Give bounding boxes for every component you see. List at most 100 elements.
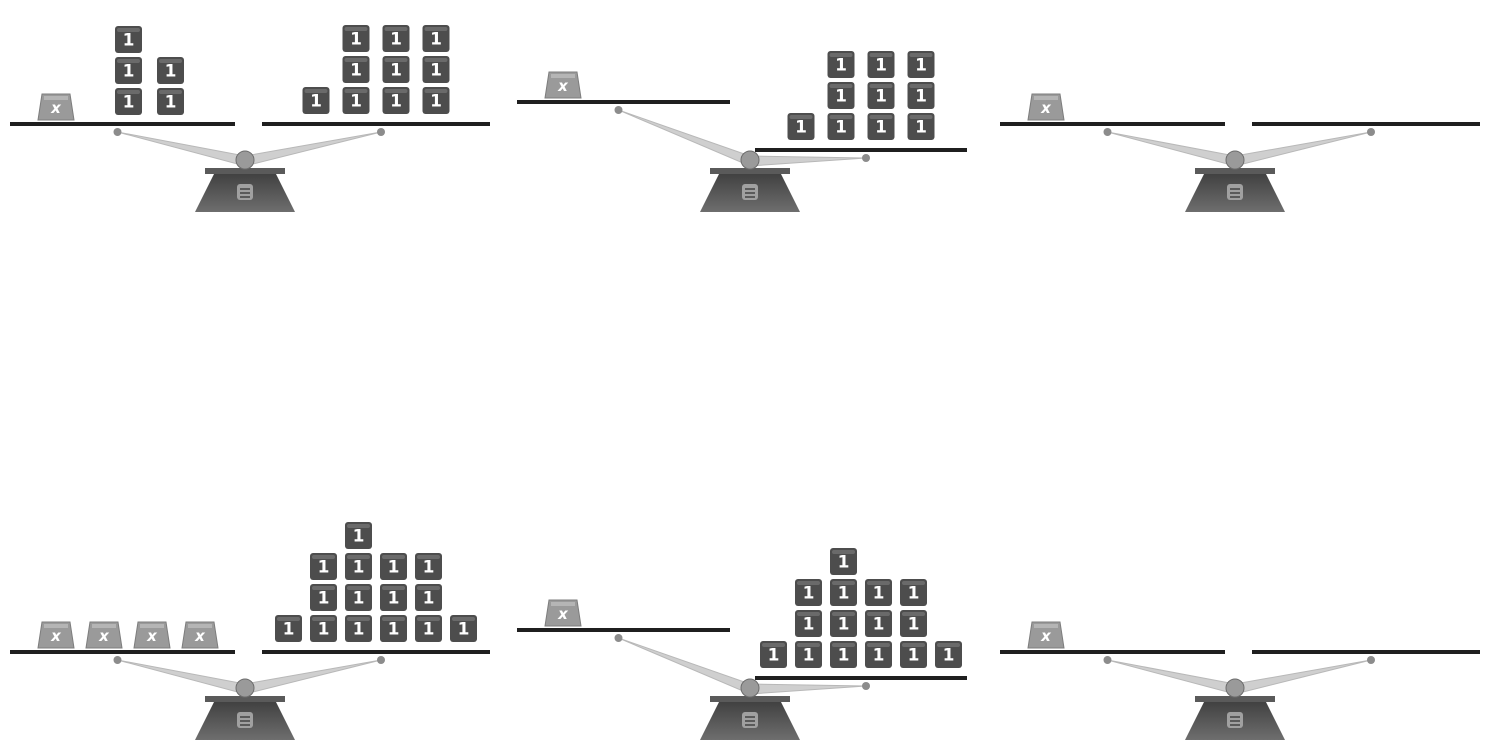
unit-block: 1 <box>382 25 410 52</box>
unit-label: 1 <box>388 589 400 609</box>
list-icon <box>237 184 253 200</box>
unit-label: 1 <box>915 118 927 138</box>
unit-block: 1 <box>157 57 184 84</box>
balance-scale-2: x <box>1000 93 1480 212</box>
unit-label: 1 <box>875 87 887 107</box>
x-weight: x <box>85 621 123 649</box>
unit-label: 1 <box>283 620 295 640</box>
unit-label: 1 <box>430 61 442 81</box>
unit-label: 1 <box>838 615 850 635</box>
unit-label: 1 <box>795 118 807 138</box>
pan-hook <box>1103 656 1112 664</box>
x-weight: x <box>181 621 219 649</box>
unit-block: 1 <box>450 615 477 642</box>
x-label: x <box>50 627 62 645</box>
unit-label: 1 <box>908 584 920 604</box>
unit-block: 1 <box>795 610 822 637</box>
unit-label: 1 <box>353 620 365 640</box>
pan-hook <box>1367 656 1375 664</box>
unit-block: 1 <box>342 87 370 114</box>
unit-block: 1 <box>830 641 857 668</box>
unit-block: 1 <box>345 553 372 580</box>
unit-block: 1 <box>310 584 337 611</box>
unit-label: 1 <box>835 87 847 107</box>
unit-block: 1 <box>345 615 372 642</box>
x-label: x <box>98 627 110 645</box>
unit-block: 1 <box>830 579 857 606</box>
unit-block: 1 <box>342 25 370 52</box>
unit-label: 1 <box>423 620 435 640</box>
list-icon <box>1227 184 1243 200</box>
unit-block: 1 <box>795 579 822 606</box>
pan-hook <box>113 656 122 664</box>
unit-label: 1 <box>835 118 847 138</box>
unit-block: 1 <box>865 641 892 668</box>
x-label: x <box>50 99 62 117</box>
unit-block: 1 <box>345 522 372 549</box>
unit-label: 1 <box>310 92 322 112</box>
unit-block: 1 <box>302 87 330 114</box>
right-pan <box>262 122 490 126</box>
unit-label: 1 <box>915 56 927 76</box>
unit-label: 1 <box>873 615 885 635</box>
unit-label: 1 <box>430 30 442 50</box>
pan-hook <box>1367 128 1375 136</box>
left-pan <box>10 650 235 654</box>
scale-base <box>1185 678 1285 740</box>
unit-block: 1 <box>787 113 815 140</box>
list-icon <box>742 184 758 200</box>
unit-block: 1 <box>275 615 302 642</box>
left-pan <box>1000 650 1225 654</box>
unit-block: 1 <box>867 113 895 140</box>
x-weight: x <box>1027 93 1065 121</box>
left-pan <box>1000 122 1225 126</box>
unit-block: 1 <box>422 25 450 52</box>
unit-label: 1 <box>350 92 362 112</box>
unit-block: 1 <box>830 548 857 575</box>
unit-block: 1 <box>867 51 895 78</box>
unit-label: 1 <box>350 61 362 81</box>
unit-label: 1 <box>165 93 177 113</box>
right-pan <box>755 148 967 152</box>
unit-block: 1 <box>415 584 442 611</box>
x-label: x <box>146 627 158 645</box>
unit-block: 1 <box>900 579 927 606</box>
unit-label: 1 <box>423 589 435 609</box>
x-label: x <box>1040 99 1052 117</box>
unit-block: 1 <box>380 553 407 580</box>
unit-block: 1 <box>115 26 142 53</box>
unit-label: 1 <box>803 584 815 604</box>
scale-base <box>195 678 295 740</box>
unit-block: 1 <box>115 88 142 115</box>
x-weight: x <box>544 71 582 99</box>
pan-hook <box>614 634 623 642</box>
unit-label: 1 <box>458 620 470 640</box>
x-label: x <box>557 77 569 95</box>
scale-base <box>1185 150 1285 212</box>
unit-block: 1 <box>867 82 895 109</box>
unit-block: 1 <box>115 57 142 84</box>
unit-label: 1 <box>318 589 330 609</box>
unit-block: 1 <box>760 641 787 668</box>
scale-base <box>195 150 295 212</box>
unit-block: 1 <box>827 82 855 109</box>
unit-label: 1 <box>908 615 920 635</box>
unit-label: 1 <box>915 87 927 107</box>
unit-label: 1 <box>318 620 330 640</box>
unit-label: 1 <box>838 584 850 604</box>
unit-label: 1 <box>388 620 400 640</box>
list-icon <box>237 712 253 728</box>
unit-label: 1 <box>123 93 135 113</box>
unit-block: 1 <box>157 88 184 115</box>
right-pan <box>1252 122 1480 126</box>
pan-hook <box>862 154 870 162</box>
unit-block: 1 <box>907 113 935 140</box>
unit-block: 1 <box>382 87 410 114</box>
unit-label: 1 <box>835 56 847 76</box>
unit-block: 1 <box>865 579 892 606</box>
x-weight: x <box>133 621 171 649</box>
